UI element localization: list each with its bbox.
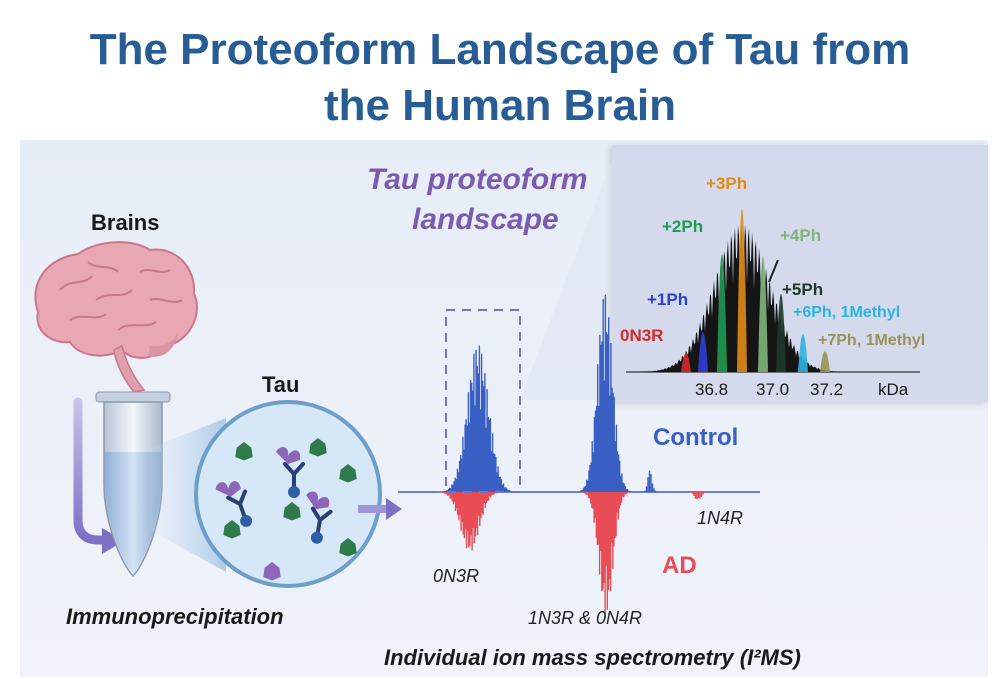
- protein-icon: [263, 562, 281, 581]
- protein-icon: [309, 438, 327, 457]
- tick-37-2: 37.2: [810, 380, 844, 399]
- inset-spectrum: [626, 208, 920, 373]
- zoom-cone: [520, 160, 612, 400]
- isoform-1n4r-label: 1N4R: [697, 508, 744, 528]
- tick-36-8: 36.8: [695, 380, 729, 399]
- antibody-icon: [276, 447, 305, 498]
- protein-icon: [339, 464, 357, 483]
- antibody-icon: [215, 481, 253, 527]
- label-2ph: +2Ph: [662, 217, 704, 236]
- tau-label: Tau: [262, 372, 300, 397]
- protein-icon: [235, 442, 253, 461]
- molecules-group: [215, 438, 357, 581]
- protein-icon: [223, 520, 241, 539]
- antibody-icon: [306, 491, 333, 544]
- method-caption: Individual ion mass spectrometry (I²MS): [384, 645, 801, 670]
- label-1ph: +1Ph: [647, 290, 689, 309]
- brain-icon: [34, 241, 199, 393]
- protein-icon: [339, 538, 357, 557]
- brains-label: Brains: [91, 210, 160, 235]
- label-4ph: +4Ph: [780, 226, 822, 245]
- ad-peak-0n3r: [437, 492, 503, 551]
- isoform-0n3r-label: 0N3R: [433, 566, 480, 586]
- landscape-heading-1: Tau proteoform: [367, 163, 588, 196]
- inset-peak-base: [681, 353, 691, 372]
- label-0n3r-inset: 0N3R: [620, 326, 664, 345]
- curved-arrow-icon: [73, 397, 124, 554]
- zoom-box: [445, 309, 521, 493]
- page-title: The Proteoform Landscape of Tau from the…: [0, 22, 1000, 134]
- inset-peak-p1: [698, 332, 708, 372]
- inset-peak-p5: [776, 294, 786, 372]
- inset-peak-p2: [717, 254, 727, 372]
- inset-pointer-line: [768, 259, 779, 283]
- tick-37-0: 37.0: [756, 380, 790, 399]
- inset-peak-p6: [798, 334, 808, 372]
- right-arrow-icon: [358, 498, 402, 520]
- control-peak-1n4r: [641, 470, 658, 492]
- label-3ph: +3Ph: [706, 174, 748, 193]
- label-6ph: +6Ph, 1Methyl: [793, 304, 901, 321]
- ad-label: AD: [662, 552, 697, 579]
- unit-kda: kDa: [878, 380, 909, 399]
- inset-peak-p7: [820, 351, 830, 372]
- control-peak-0n3r: [441, 345, 515, 492]
- label-7ph: +7Ph, 1Methyl: [818, 332, 926, 349]
- immuno-circle: [194, 400, 382, 588]
- title-line-2: the Human Brain: [323, 81, 677, 130]
- immunoprecipitation-label: Immunoprecipitation: [66, 604, 284, 629]
- landscape-heading-2: landscape: [412, 203, 559, 236]
- protein-icon: [283, 502, 301, 521]
- control-peak-1n3r: [578, 294, 632, 492]
- mirror-spectrum: [398, 294, 760, 614]
- sample-tube-icon: [95, 391, 171, 578]
- control-label: Control: [653, 424, 739, 451]
- label-5ph: +5Ph: [782, 280, 824, 299]
- inset-peak-p3: [737, 208, 747, 372]
- isoform-1n3r-0n4r-label: 1N3R & 0N4R: [528, 608, 643, 628]
- ad-peak-1n3r: [581, 492, 630, 614]
- ad-peak-1n4r: [688, 492, 707, 500]
- title-line-1: The Proteoform Landscape of Tau from: [89, 25, 911, 74]
- inset-peak-p4: [758, 256, 768, 372]
